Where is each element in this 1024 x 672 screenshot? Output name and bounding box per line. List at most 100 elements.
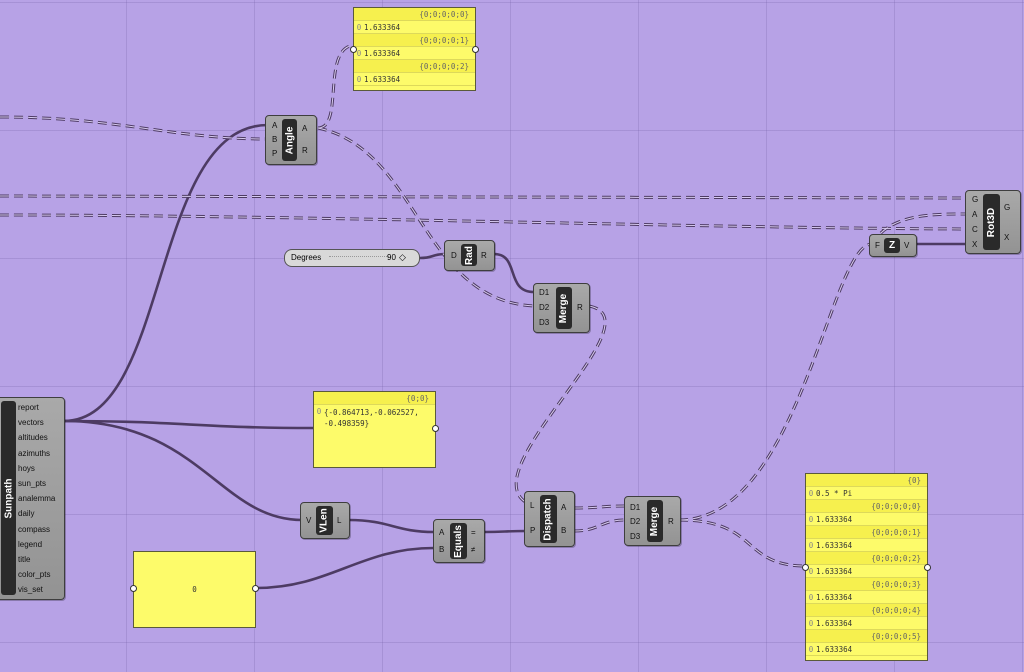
panel-index: 0 bbox=[356, 74, 362, 84]
sunpath-output-color-pts[interactable]: color_pts bbox=[18, 570, 51, 580]
wire-angle-merge bbox=[317, 126, 535, 308]
panel-index: 0 bbox=[316, 407, 322, 416]
angle-input-p[interactable]: P bbox=[272, 149, 278, 158]
panel-path: {0;0;0;0;5} bbox=[871, 631, 921, 641]
merge-output-r[interactable]: R bbox=[668, 517, 674, 526]
sunpath-output-legend[interactable]: legend bbox=[18, 539, 43, 549]
panel-path: {0;0;0;0;2} bbox=[871, 553, 921, 563]
z-input-f[interactable]: F bbox=[875, 241, 880, 250]
slider-track[interactable] bbox=[329, 256, 391, 260]
equals-input-a[interactable]: A bbox=[439, 528, 445, 537]
equals-input-b[interactable]: B bbox=[439, 545, 445, 554]
degrees-slider[interactable]: Degrees 90 ◇ bbox=[284, 249, 420, 267]
wire-merge-dispatch bbox=[514, 304, 607, 505]
panel-index: 0 bbox=[356, 22, 362, 32]
vlen-nickname: VLen bbox=[316, 506, 333, 535]
slider-label: Degrees bbox=[291, 253, 322, 262]
panel-path: {0;0;0;0;1} bbox=[419, 35, 469, 45]
dispatch-input-l[interactable]: L bbox=[530, 501, 535, 510]
angle-output-a[interactable]: A bbox=[302, 124, 308, 133]
merge-input-d1[interactable]: D1 bbox=[630, 503, 641, 512]
dispatch-output-b[interactable]: B bbox=[561, 526, 567, 535]
rad-input-d[interactable]: D bbox=[451, 251, 457, 260]
wire-left-rot-c bbox=[0, 213, 968, 231]
wire-rad-merge bbox=[493, 252, 535, 294]
merge-input-d2[interactable]: D2 bbox=[630, 517, 641, 526]
rot3d-output-x[interactable]: X bbox=[1004, 233, 1010, 242]
equals-output-neq[interactable]: ≠ bbox=[471, 545, 476, 554]
panel-index: 0 bbox=[808, 566, 814, 576]
rad-component[interactable]: D Rad R bbox=[444, 240, 495, 271]
panel-index: 0 bbox=[808, 618, 814, 628]
panel-index: 0 bbox=[808, 488, 814, 498]
rot3d-input-g[interactable]: G bbox=[972, 195, 979, 204]
panel-output-grip[interactable] bbox=[252, 585, 259, 592]
merge-input-d3[interactable]: D3 bbox=[630, 532, 641, 541]
sunpath-output-analemma[interactable]: analemma bbox=[18, 494, 56, 504]
panel-input-grip[interactable] bbox=[350, 46, 357, 53]
panel-value: {-0.864713,-0.062527,-0.498359} bbox=[324, 408, 419, 428]
panel-value: 1.633364 bbox=[364, 74, 401, 84]
sunpath-output-daily[interactable]: daily bbox=[18, 509, 35, 519]
sunpath-output-azimuths[interactable]: azimuths bbox=[18, 448, 51, 458]
sunpath-output-title[interactable]: title bbox=[18, 555, 31, 564]
equals-nickname: Equals bbox=[450, 523, 467, 559]
panel-output-grip[interactable] bbox=[472, 46, 479, 53]
panel-output-grip[interactable] bbox=[924, 564, 931, 571]
rot3d-output-g[interactable]: G bbox=[1004, 203, 1011, 212]
rot3d-input-a[interactable]: A bbox=[972, 210, 978, 219]
merge-input-d3[interactable]: D3 bbox=[539, 318, 550, 327]
sunpath-output-hoys[interactable]: hoys bbox=[18, 463, 35, 473]
panel-path: {0;0;0;0;0} bbox=[419, 9, 469, 19]
slider-grip-icon[interactable]: ◇ bbox=[399, 252, 406, 262]
panel-zero[interactable]: 0 bbox=[130, 551, 259, 628]
angle-output-r[interactable]: R bbox=[302, 146, 308, 155]
panel-vectors[interactable]: {0;0} 0 {-0.864713,-0.062527,-0.498359} bbox=[313, 391, 439, 468]
wire-merge2-bottompanel bbox=[678, 518, 807, 568]
sunpath-output-altitudes[interactable]: altitudes bbox=[18, 433, 48, 443]
equals-output-eq[interactable]: = bbox=[471, 528, 476, 537]
merge-component-top[interactable]: D1 D2 D3 Merge R bbox=[533, 283, 590, 333]
dispatch-output-a[interactable]: A bbox=[561, 503, 567, 512]
sunpath-output-report[interactable]: report bbox=[18, 403, 39, 412]
rad-nickname: Rad bbox=[461, 244, 477, 266]
angle-input-a[interactable]: A bbox=[272, 121, 278, 130]
merge-input-d1[interactable]: D1 bbox=[539, 288, 550, 297]
vlen-input-v[interactable]: V bbox=[306, 516, 312, 525]
wire-angle-toppanel bbox=[317, 43, 357, 130]
sunpath-output-vectors[interactable]: vectors bbox=[18, 418, 44, 428]
rad-output-r[interactable]: R bbox=[481, 251, 487, 260]
vlen-output-l[interactable]: L bbox=[337, 516, 342, 525]
panel-index: 0 bbox=[808, 514, 814, 524]
panel-value: 1.633364 bbox=[816, 618, 853, 628]
panel-value: 1.633364 bbox=[364, 22, 401, 32]
rot3d-input-c[interactable]: C bbox=[972, 225, 978, 234]
panel-output-grip[interactable] bbox=[432, 425, 439, 432]
dispatch-input-p[interactable]: P bbox=[530, 526, 536, 535]
panel-path: {0;0;0;0;3} bbox=[871, 579, 921, 589]
angle-component[interactable]: A B P Angle A R bbox=[265, 115, 317, 165]
dispatch-component[interactable]: L P Dispatch A B bbox=[524, 491, 575, 547]
rot3d-component[interactable]: G A C X Rot3D G X bbox=[965, 190, 1021, 254]
angle-input-b[interactable]: B bbox=[272, 135, 278, 144]
panel-input-grip[interactable] bbox=[802, 564, 809, 571]
vlen-component[interactable]: V VLen L bbox=[300, 502, 350, 539]
sunpath-output-compass[interactable]: compass bbox=[18, 524, 51, 534]
panel-value: 1.633364 bbox=[816, 592, 853, 602]
merge-component-bottom[interactable]: D1 D2 D3 Merge R bbox=[624, 496, 681, 546]
equals-component[interactable]: A B Equals = ≠ bbox=[433, 519, 485, 563]
panel-value: 1.633364 bbox=[816, 644, 853, 654]
sunpath-output-sun-pts[interactable]: sun_pts bbox=[18, 479, 47, 488]
sunpath-output-vis-set[interactable]: vis_set bbox=[18, 585, 43, 595]
z-component[interactable]: F Z V bbox=[869, 234, 917, 257]
panel-path: {0;0;0;0;0} bbox=[871, 501, 921, 511]
z-output-v[interactable]: V bbox=[904, 241, 910, 250]
merge-output-r[interactable]: R bbox=[577, 303, 583, 312]
merge-input-d2[interactable]: D2 bbox=[539, 303, 550, 312]
panel-input-grip[interactable] bbox=[130, 585, 137, 592]
rot3d-input-x[interactable]: X bbox=[972, 240, 978, 249]
